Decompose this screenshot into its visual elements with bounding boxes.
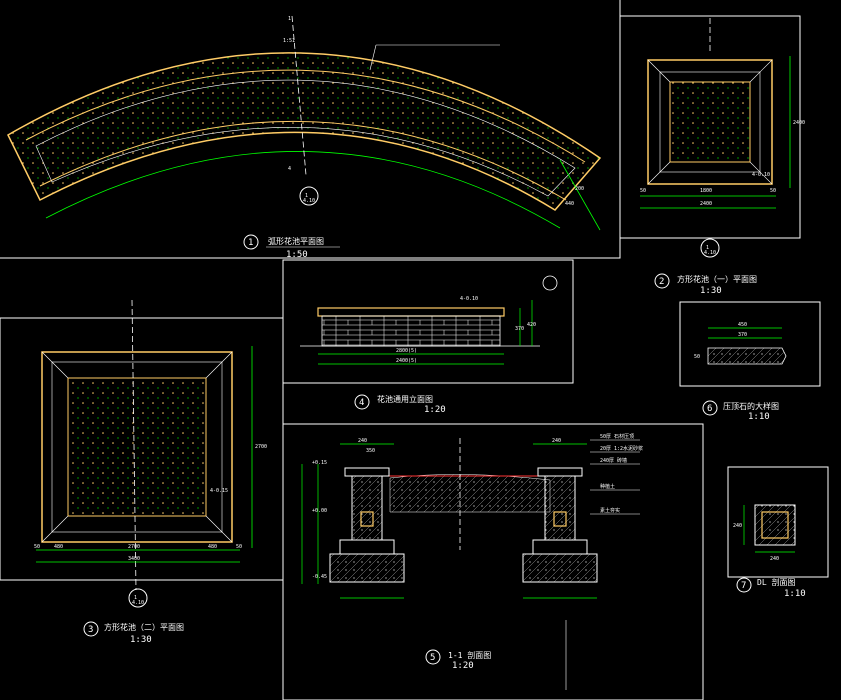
plan3-marker-num: 1 xyxy=(134,595,137,601)
plan2-scale: 1:30 xyxy=(700,286,722,296)
plan3-square-planter: 50 480 2700 480 50 3400 2700 4-0.15 1 4.… xyxy=(34,299,267,645)
plan1-dim-c: 440 xyxy=(565,201,574,207)
detail6-num: 6 xyxy=(707,404,712,414)
section5-cross-section: 240 350 240 +0.15 +0.00 -0.45 50厚 石材压顶 2… xyxy=(301,433,643,690)
detail7-dl-section: 240 240 7 DL 剖面图 1:10 xyxy=(733,504,806,599)
plan2-square-planter: 50 1800 50 2400 2400 4-0.10 1 4.10 2 方形花… xyxy=(640,18,805,296)
plan3-marker-sub: 4.10 xyxy=(132,600,144,606)
elev4-dim-1: 2800(5) xyxy=(396,348,417,354)
section5-note-4: 种植土 xyxy=(600,483,615,490)
plan1-section-marker xyxy=(299,186,319,206)
plan2-num: 2 xyxy=(659,277,664,287)
plan3-dim-3: 2700 xyxy=(128,544,140,550)
section5-scale: 1:20 xyxy=(452,661,474,671)
detail7-title: DL 剖面图 xyxy=(757,577,795,587)
elev4-planter-elevation: 2800(5) 2400(5) 370 420 4-0.10 4 花池通用立面图… xyxy=(300,275,558,415)
plan2-dim-3: 50 xyxy=(770,188,776,194)
section5-note-2: 20厚 1:2水泥砂浆 xyxy=(600,445,643,452)
plan2-dim-2: 1800 xyxy=(700,188,712,194)
plan3-scale: 1:30 xyxy=(130,635,152,645)
plan3-total: 3400 xyxy=(128,556,140,562)
section5-note-3: 240厚 砖墙 xyxy=(600,457,627,464)
plan2-marker-sub: 4.10 xyxy=(704,250,716,256)
plan1-title: 弧形花池平面图 xyxy=(268,236,324,246)
section5-note-1: 50厚 石材压顶 xyxy=(600,433,634,440)
detail7-h: 240 xyxy=(733,523,742,529)
section5-note-5: 素土夯实 xyxy=(600,507,620,514)
plan2-total: 2400 xyxy=(700,201,712,207)
plan3-section-marker xyxy=(128,588,148,608)
plan2-section-marker xyxy=(700,238,720,258)
plan2-dim-1: 50 xyxy=(640,188,646,194)
plan3-dim-4: 480 xyxy=(208,544,217,550)
elev4-dim-2: 2400(5) xyxy=(396,358,417,364)
plan1-marker-num: 1 xyxy=(305,193,308,199)
plan3-dim-1: 50 xyxy=(34,544,40,550)
plan1-marker-sub: 4.10 xyxy=(303,198,315,204)
plan2-side: 2400 xyxy=(793,120,805,126)
plan1-dim-a: 1:51 xyxy=(283,38,295,44)
elev4-scale: 1:20 xyxy=(424,405,446,415)
detail7-w: 240 xyxy=(770,556,779,562)
section5-num: 5 xyxy=(430,653,435,663)
detail6-h: 50 xyxy=(694,354,700,360)
detail6-scale: 1:10 xyxy=(748,412,770,422)
plan1-arc-planter: 1 4 1:51 200 440 1 4.10 1 弧形花池平面图 1:50 xyxy=(7,15,602,260)
section5-level-1: +0.15 xyxy=(312,460,327,466)
plan2-note: 4-0.10 xyxy=(752,172,770,178)
plan3-dim-5: 50 xyxy=(236,544,242,550)
section5-level-3: -0.45 xyxy=(312,574,327,580)
plan3-dim-2: 480 xyxy=(54,544,63,550)
detail6-w2: 370 xyxy=(738,332,747,338)
plan3-note: 4-0.15 xyxy=(210,488,228,494)
section5-dim-3: 240 xyxy=(552,438,561,444)
plan1-scale: 1:50 xyxy=(286,250,308,260)
plan3-title: 方形花池（二）平面图 xyxy=(104,622,184,632)
elev4-num: 4 xyxy=(359,398,364,408)
plan1-tag-top: 1 xyxy=(288,16,291,22)
plan2-title: 方形花池（一）平面图 xyxy=(677,274,757,284)
detail6-w1: 450 xyxy=(738,322,747,328)
elev4-h1: 370 xyxy=(515,326,524,332)
plan1-num: 1 xyxy=(248,238,253,248)
section5-dim-2: 350 xyxy=(366,448,375,454)
detail6-title: 压顶石的大样图 xyxy=(723,401,779,411)
detail7-num: 7 xyxy=(741,581,746,591)
plan3-side: 2700 xyxy=(255,444,267,450)
detail6-coping-detail: 450 370 50 6 压顶石的大样图 1:10 xyxy=(694,322,787,422)
elev4-note: 4-0.10 xyxy=(460,296,478,302)
plan1-tag-bot: 4 xyxy=(288,166,291,172)
section5-dim-1: 240 xyxy=(358,438,367,444)
elev4-title: 花池通用立面图 xyxy=(377,394,433,404)
section5-level-2: +0.00 xyxy=(312,508,327,514)
plan3-num: 3 xyxy=(88,625,93,635)
plan2-marker-num: 1 xyxy=(706,245,709,251)
plan1-dim-b: 200 xyxy=(575,186,584,192)
detail7-scale: 1:10 xyxy=(784,589,806,599)
section5-title: 1-1 剖面图 xyxy=(448,650,491,660)
elev4-h2: 420 xyxy=(527,322,536,328)
